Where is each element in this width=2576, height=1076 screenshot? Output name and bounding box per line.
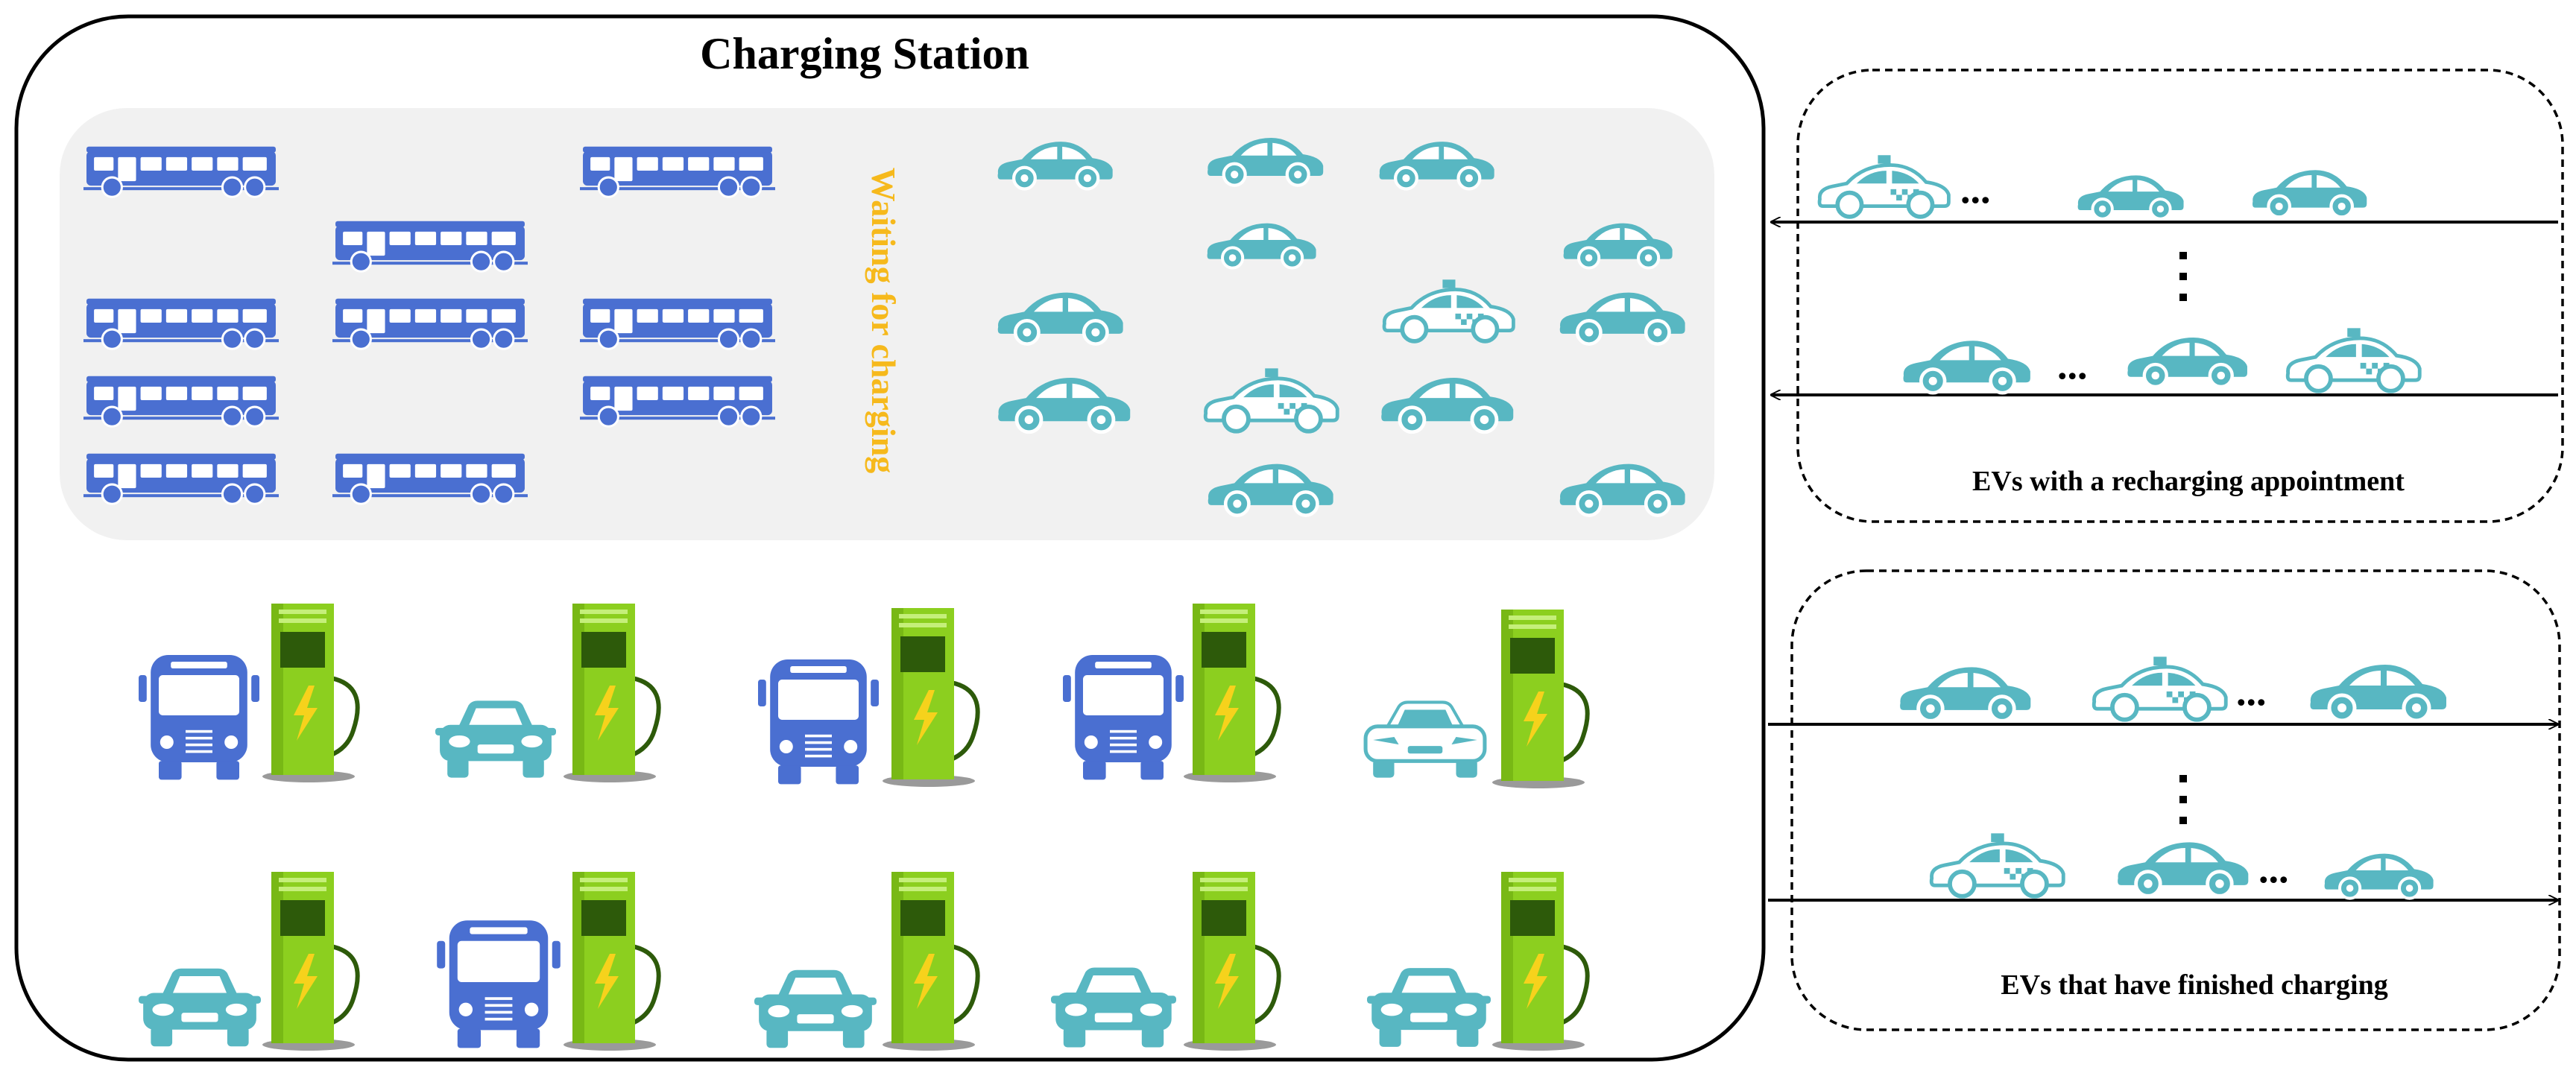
bus-icon (332, 297, 528, 350)
ellipsis: ... (2236, 669, 2267, 714)
appointment-vehicles: ... ... (1819, 155, 2419, 393)
vertical-ellipsis (2179, 252, 2187, 301)
bus-icon (332, 220, 528, 273)
appointment-caption: EVs with a recharging appointment (1972, 466, 2405, 497)
bus-icon (332, 452, 528, 505)
bus-icon (580, 297, 775, 350)
taxi-icon (1931, 833, 2063, 896)
taxi-icon (2094, 656, 2226, 719)
finished-panel (1790, 569, 2561, 1031)
car-icon (2078, 175, 2184, 218)
bus-icon (580, 145, 775, 198)
taxi-icon (1819, 155, 1948, 217)
ellipsis: ... (1960, 167, 1991, 212)
ellipsis: ... (2258, 846, 2289, 891)
bus-icon (83, 452, 279, 505)
car-icon (2253, 170, 2367, 217)
ellipsis: ... (2057, 343, 2088, 387)
appointment-panel (1796, 69, 2564, 523)
finished-vehicles: ... ... (1900, 656, 2446, 898)
bus-icon (580, 375, 775, 428)
finished-caption: EVs that have finished charging (2001, 969, 2387, 1001)
waiting-label: Waiting for charging (865, 168, 903, 474)
car-icon (2311, 665, 2447, 721)
waiting-area (60, 108, 1714, 540)
bus-icon (83, 375, 279, 428)
car-icon (1904, 341, 2030, 393)
car-icon (2325, 854, 2434, 899)
car-icon (2118, 842, 2248, 896)
bus-icon (83, 297, 279, 350)
bus-icon (83, 145, 279, 198)
taxi-icon (2288, 328, 2419, 390)
vertical-ellipsis (2179, 775, 2187, 824)
car-icon (1900, 667, 2030, 721)
station-title: Charging Station (700, 29, 1029, 78)
car-icon (2127, 338, 2247, 387)
